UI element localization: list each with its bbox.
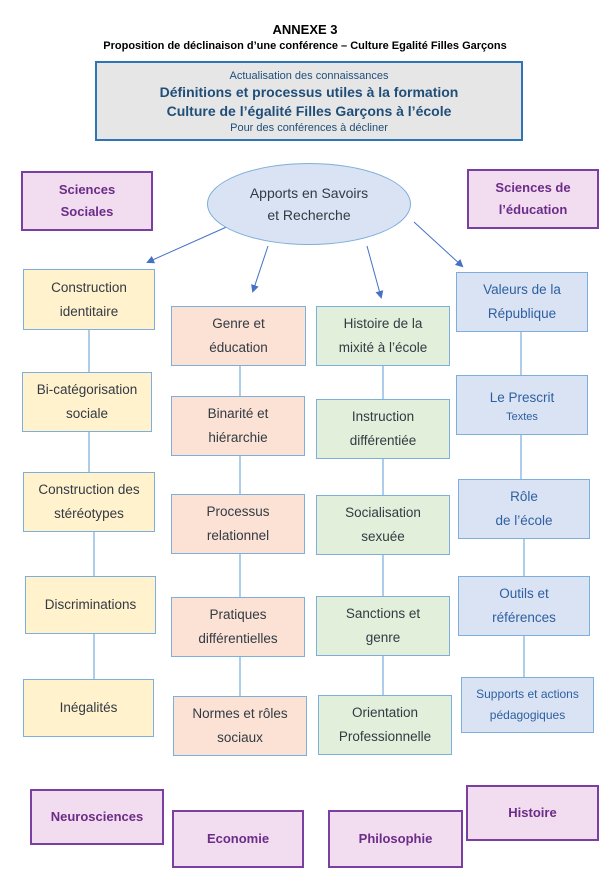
header-line-1: Actualisation des connaissances <box>229 70 389 82</box>
concept-node: Discriminations <box>25 576 156 634</box>
node-label: hiérarchie <box>208 430 268 445</box>
node-label: Binarité et <box>207 406 269 421</box>
concept-node: Construction identitaire <box>23 269 155 330</box>
arrow-to-col2 <box>251 245 269 293</box>
node-label: Pratiques <box>209 607 267 622</box>
node-label: éducation <box>209 340 268 355</box>
discipline-label: Sociales <box>60 204 114 219</box>
node-label: Rôle <box>510 489 538 504</box>
concept-node: Orientation Professionnelle <box>318 695 452 755</box>
concept-node: Instruction différentiée <box>316 399 450 459</box>
arrow-to-col1 <box>146 224 232 264</box>
node-label: stéréotypes <box>54 506 124 521</box>
discipline-label: Sciences de <box>495 180 571 195</box>
node-label: Inégalités <box>59 700 118 715</box>
node-label: Professionnelle <box>338 729 432 744</box>
page-subtitle: Proposition de déclinaison d’une confére… <box>103 40 507 52</box>
node-label: de l’école <box>495 513 553 528</box>
page-title: ANNEXE 3 <box>272 22 338 37</box>
arrow-to-col4 <box>413 221 464 268</box>
node-label: Instruction <box>351 409 415 424</box>
discipline-label: Economie <box>206 831 270 846</box>
node-label: sociaux <box>217 730 263 745</box>
node-label: Genre et <box>212 316 265 331</box>
discipline-neurosciences: Neurosciences <box>30 789 164 845</box>
node-label: Construction <box>51 279 127 295</box>
concept-node: Inégalités <box>23 679 154 737</box>
node-label: Processus <box>206 504 270 519</box>
concept-node: Valeurs de la République <box>456 272 588 332</box>
node-label: différentielles <box>198 631 278 646</box>
node-label: République <box>487 306 557 321</box>
discipline-economie: Economie <box>172 810 304 868</box>
node-label: Histoire de la <box>343 316 423 331</box>
node-label: sexuée <box>361 529 405 544</box>
header-line-4: Pour des conférences à décliner <box>230 122 388 134</box>
node-label: identitaire <box>59 303 119 319</box>
node-label: Bi-catégorisation <box>36 382 138 397</box>
node-label: Supports et actions <box>476 687 579 701</box>
concept-node: Binarité et hiérarchie <box>171 396 305 456</box>
node-label: Discriminations <box>44 597 137 612</box>
header-line-2: Définitions et processus utiles à la for… <box>159 84 459 100</box>
center-label: et Recherche <box>267 207 351 223</box>
node-label: Sanctions et <box>345 606 421 621</box>
node-label: Construction des <box>38 482 140 497</box>
concept-node: Construction des stéréotypes <box>23 472 155 532</box>
concept-node: Histoire de la mixité à l’école <box>316 306 450 366</box>
concept-node: Normes et rôles sociaux <box>173 696 307 756</box>
discipline-label: l’éducation <box>498 202 568 217</box>
discipline-sciences-education: Sciences de l’éducation <box>467 169 599 229</box>
node-label: Outils et <box>499 586 549 601</box>
node-label: sociale <box>65 406 109 421</box>
node-label: Socialisation <box>345 505 421 520</box>
discipline-label: Philosophie <box>358 831 433 846</box>
node-label: Le Prescrit <box>489 390 555 405</box>
concept-node: Outils et références <box>458 576 590 636</box>
concept-node: Le Prescrit Textes <box>456 375 588 435</box>
center-node: Apports en Savoirs et Recherche <box>207 163 411 245</box>
arrow-to-col3 <box>366 245 384 299</box>
discipline-label: Sciences <box>58 182 116 197</box>
center-label: Apports en Savoirs <box>249 185 369 201</box>
node-label: Valeurs de la <box>483 282 561 297</box>
concept-node: Pratiques différentielles <box>171 597 305 657</box>
node-label: Orientation <box>351 705 419 720</box>
node-label: Normes et rôles <box>192 706 288 721</box>
concept-node: Processus relationnel <box>171 494 305 554</box>
discipline-label: Neurosciences <box>50 809 144 824</box>
concept-node: Sanctions et genre <box>316 596 450 656</box>
discipline-sciences-sociales: Sciences Sociales <box>21 171 153 231</box>
concept-node: Genre et éducation <box>171 306 306 366</box>
node-label: mixité à l’école <box>338 340 428 355</box>
header-box: Actualisation des connaissances Définiti… <box>95 61 523 141</box>
node-label: références <box>492 610 556 625</box>
discipline-label: Histoire <box>508 805 557 820</box>
concept-node: Rôle de l’école <box>458 479 590 539</box>
concept-node: Supports et actions pédagogiques <box>461 677 594 733</box>
node-sublabel: Textes <box>506 411 538 423</box>
node-label: pédagogiques <box>489 708 566 722</box>
node-label: différentiée <box>349 433 417 448</box>
node-label: genre <box>365 630 401 645</box>
discipline-histoire: Histoire <box>466 785 599 841</box>
concept-node: Socialisation sexuée <box>316 495 450 555</box>
node-label: relationnel <box>206 528 270 543</box>
discipline-philosophie: Philosophie <box>328 810 463 868</box>
concept-node: Bi-catégorisation sociale <box>22 372 152 432</box>
header-line-3: Culture de l’égalité Filles Garçons à l’… <box>166 103 452 119</box>
